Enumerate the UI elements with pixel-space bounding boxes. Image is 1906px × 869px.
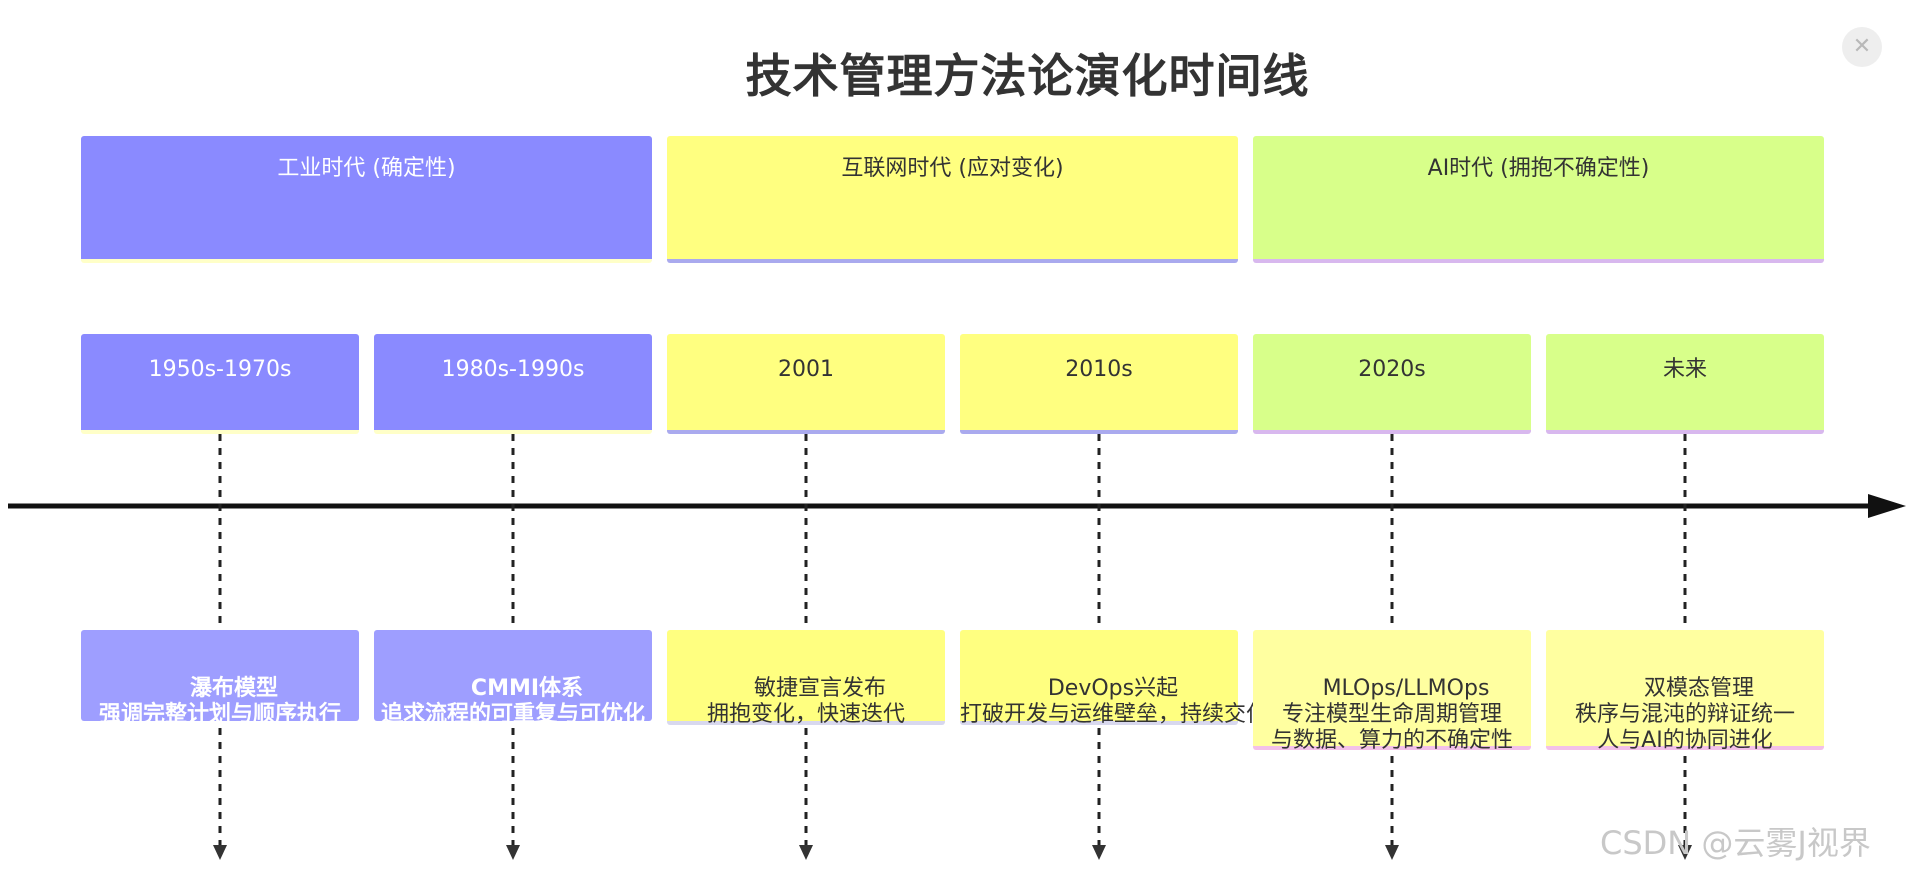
page-title: 技术管理方法论演化时间线 bbox=[745, 49, 1310, 103]
period-label: 未来 bbox=[1662, 357, 1707, 382]
close-icon: ✕ bbox=[1852, 34, 1872, 59]
event-text: DevOps兴起 打破开发与运维壁垒，持续交付 bbox=[960, 676, 1269, 727]
period-future: 未来 bbox=[1546, 334, 1824, 434]
watermark: CSDN @云雾J视界 bbox=[1600, 824, 1871, 862]
stem-arrow-icon bbox=[1678, 845, 1692, 860]
period-label: 2001 bbox=[778, 357, 834, 382]
event-text: 瀑布模型 强调完整计划与顺序执行 bbox=[98, 676, 341, 727]
period-1980s-1990s: 1980s-1990s bbox=[374, 334, 652, 434]
event-cmmi: CMMI体系 追求流程的可重复与可优化 bbox=[374, 630, 652, 727]
period-1950s-1970s: 1950s-1970s bbox=[81, 334, 359, 434]
event-text: MLOps/LLMOps 专注模型生命周期管理 与数据、算力的不确定性 bbox=[1270, 676, 1513, 753]
era-internet: 互联网时代 (应对变化) bbox=[667, 136, 1238, 263]
event-text: 敏捷宣言发布 拥抱变化，快速迭代 bbox=[706, 676, 905, 727]
main-axis-arrow-icon bbox=[1868, 494, 1906, 518]
era-label: 互联网时代 (应对变化) bbox=[841, 156, 1064, 181]
era-label: AI时代 (拥抱不确定性) bbox=[1427, 156, 1650, 181]
event-bimodal: 双模态管理 秩序与混沌的辩证统一 人与AI的协同进化 bbox=[1546, 630, 1824, 753]
stem-lines bbox=[218, 434, 1687, 845]
stem-arrow-icon bbox=[1385, 845, 1399, 860]
period-label: 2020s bbox=[1358, 357, 1426, 382]
era-industrial: 工业时代 (确定性) bbox=[81, 136, 652, 263]
era-label: 工业时代 (确定性) bbox=[277, 156, 456, 181]
period-label: 1980s-1990s bbox=[441, 357, 585, 382]
period-2010s: 2010s bbox=[960, 334, 1238, 434]
stem-arrow-icon bbox=[506, 845, 520, 860]
event-waterfall: 瀑布模型 强调完整计划与顺序执行 bbox=[81, 630, 359, 727]
period-2001: 2001 bbox=[667, 334, 945, 434]
era-ai: AI时代 (拥抱不确定性) bbox=[1253, 136, 1824, 263]
event-devops: DevOps兴起 打破开发与运维壁垒，持续交付 bbox=[960, 630, 1268, 727]
period-2020s: 2020s bbox=[1253, 334, 1531, 434]
event-mlops: MLOps/LLMOps 专注模型生命周期管理 与数据、算力的不确定性 bbox=[1253, 630, 1531, 753]
stem-arrow-icon bbox=[1092, 845, 1106, 860]
period-label: 2010s bbox=[1065, 357, 1133, 382]
stem-arrows bbox=[213, 845, 1692, 860]
event-agile-manifesto: 敏捷宣言发布 拥抱变化，快速迭代 bbox=[667, 630, 945, 727]
event-text: 双模态管理 秩序与混沌的辩证统一 人与AI的协同进化 bbox=[1574, 676, 1795, 753]
event-text: CMMI体系 追求流程的可重复与可优化 bbox=[380, 676, 645, 727]
stem-arrow-icon bbox=[799, 845, 813, 860]
stem-arrow-icon bbox=[213, 845, 227, 860]
close-button[interactable]: ✕ bbox=[1842, 27, 1882, 67]
period-label: 1950s-1970s bbox=[148, 357, 292, 382]
